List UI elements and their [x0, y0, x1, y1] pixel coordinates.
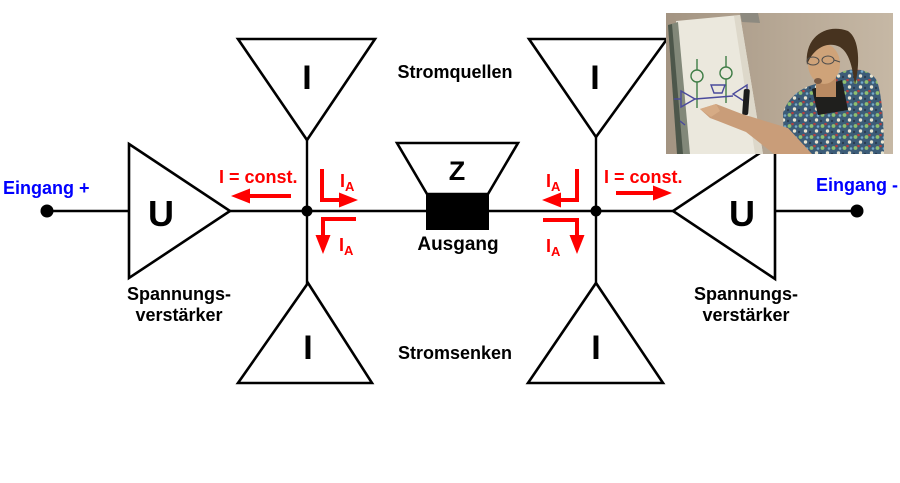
- ia-label-right-up: IA: [546, 171, 561, 194]
- marker-pen: [742, 88, 750, 116]
- ia-sub: A: [551, 244, 561, 259]
- current-arrowheads: [231, 185, 672, 254]
- const-current-label-left: I = const.: [219, 167, 298, 187]
- const-current-label-right: I = const.: [604, 167, 683, 187]
- voltage-amp-caption-right-2: verstärker: [702, 305, 789, 325]
- sketch-blue-amplifiers: [674, 83, 748, 126]
- ia-sub: A: [551, 179, 561, 194]
- voltage-amp-symbol-right: U: [729, 193, 755, 234]
- voltage-amp-triangle-left: [127, 141, 233, 281]
- easel-top-corner: [740, 13, 760, 23]
- current-source-symbol-left: I: [302, 59, 311, 97]
- sketch-green-current-sources: [690, 56, 733, 108]
- lecturer-pointing-finger: [700, 104, 720, 117]
- output-load-block: [426, 194, 489, 230]
- impedance-symbol: Z: [449, 156, 466, 186]
- current-sink-symbol-right: I: [591, 329, 600, 367]
- ia-arrowhead-left-right: [339, 192, 358, 208]
- terminal-dot-left: [40, 204, 54, 218]
- current-sources-caption: Stromquellen: [397, 62, 512, 82]
- current-sink-symbol-left: I: [303, 329, 312, 367]
- ia-arrowhead-left-down: [315, 235, 331, 254]
- current-source-triangle-left: [235, 37, 378, 143]
- terminal-dot-right: [850, 204, 864, 218]
- output-caption: Ausgang: [417, 234, 498, 255]
- voltage-amp-triangle-right: [670, 140, 777, 282]
- const-current-arrowhead-right: [653, 185, 672, 201]
- instructor-photo: [666, 13, 893, 154]
- voltage-amp-caption-left-1: Spannungs-: [127, 284, 231, 304]
- const-current-arrowhead-left: [231, 188, 250, 204]
- ia-base: I: [339, 235, 344, 255]
- lecturer-face: [808, 44, 840, 84]
- ia-arrowhead-right-left: [542, 192, 561, 208]
- voltage-amp-symbol-left: U: [148, 193, 174, 234]
- ia-sub: A: [345, 179, 355, 194]
- ia-label-left-up: IA: [340, 171, 355, 194]
- voltage-amp-caption-left-2: verstärker: [135, 305, 222, 325]
- lecturer-pointing-arm: [700, 104, 812, 154]
- ia-base: I: [546, 171, 551, 191]
- current-sink-triangle-right: [525, 280, 666, 385]
- lecturer-goatee: [814, 78, 822, 84]
- easel-frame-left-dark: [668, 24, 683, 154]
- lecturer-hair: [806, 28, 859, 85]
- current-annotation-labels: I = const. I = const. IA IA IA IA: [219, 167, 683, 259]
- diagram-labels: U U I I I I Z Stromquellen Stromsenken A…: [127, 59, 798, 367]
- input-label-left: Eingang +: [3, 178, 90, 198]
- lecturer-glasses: [806, 55, 841, 66]
- ia-base: I: [340, 171, 345, 191]
- symbols: [127, 37, 777, 385]
- voltage-amp-caption-right-1: Spannungs-: [694, 284, 798, 304]
- ia-arrowhead-right-down: [569, 235, 585, 254]
- junction-dot-right: [590, 205, 602, 217]
- current-sink-triangle-left: [235, 280, 375, 385]
- input-labels: Eingang + Eingang -: [3, 175, 898, 198]
- ia-label-right-down: IA: [546, 236, 561, 259]
- current-source-symbol-right: I: [590, 59, 599, 97]
- nodes: [40, 204, 864, 218]
- current-sinks-caption: Stromsenken: [398, 343, 512, 363]
- junction-dot-left: [301, 205, 313, 217]
- ia-sub: A: [344, 243, 354, 258]
- ia-base: I: [546, 236, 551, 256]
- ia-label-left-down: IA: [339, 235, 354, 258]
- input-label-right: Eingang -: [816, 175, 898, 195]
- current-source-triangle-right: [526, 37, 670, 140]
